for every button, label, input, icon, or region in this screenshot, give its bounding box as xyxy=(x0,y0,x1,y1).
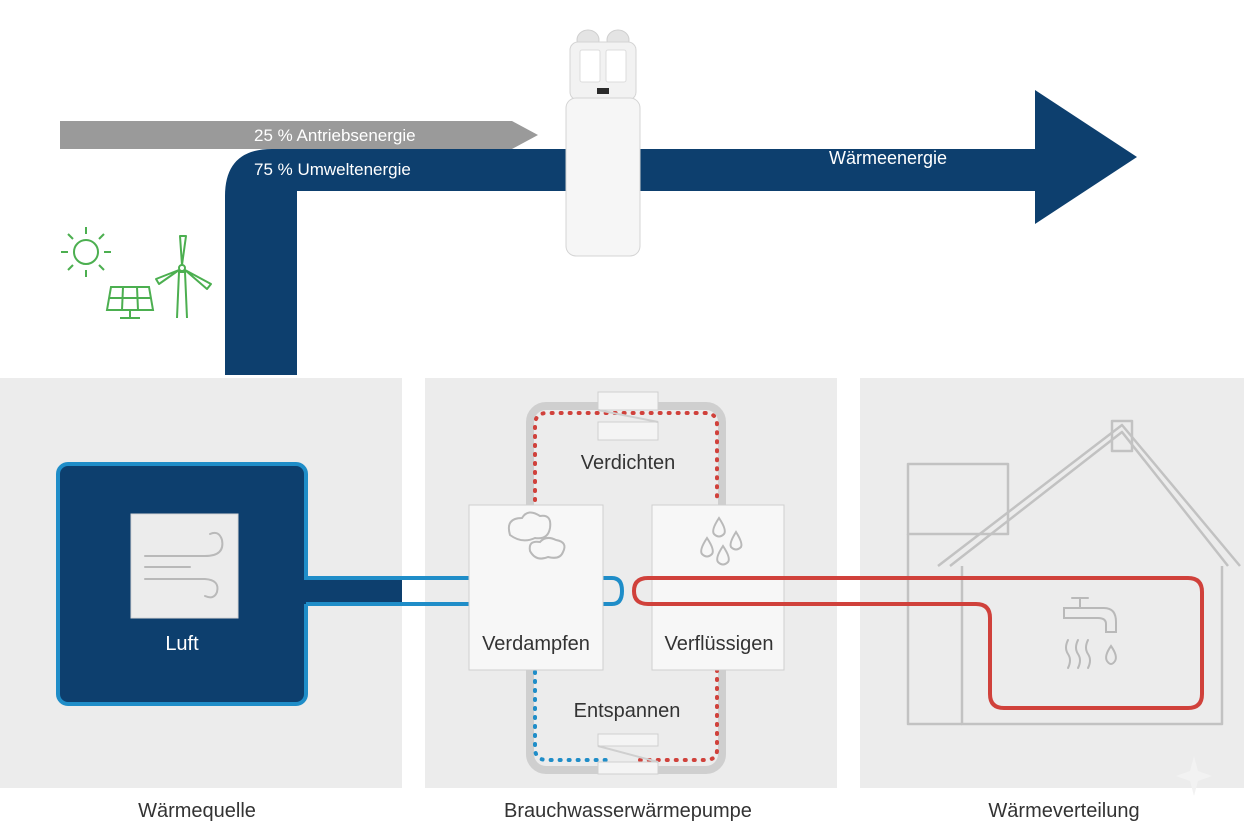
solar-panel-icon xyxy=(105,286,155,319)
wind-icon xyxy=(144,531,224,599)
heat-energy-label: Wärmeenergie xyxy=(829,148,947,168)
environmental-energy-arrow xyxy=(225,90,1137,375)
drive-energy-arrow xyxy=(60,121,538,149)
heat-pump-column-label: Brauchwasserwärmepumpe xyxy=(504,800,752,822)
sun-icon xyxy=(61,227,111,277)
environmental-energy-label: 75 % Umweltenergie xyxy=(254,160,411,179)
air-source-label: Luft xyxy=(165,633,199,655)
hot-refrigerant-line xyxy=(533,411,719,502)
hot-refrigerant-return xyxy=(638,668,719,762)
wind-turbine-icon xyxy=(155,235,212,319)
evaporate-label: Verdampfen xyxy=(482,633,590,655)
source-connector xyxy=(304,580,402,604)
expansion-valve xyxy=(597,733,659,775)
condense-label: Verflüssigen xyxy=(665,633,774,655)
heat-distribution-column-label: Wärmeverteilung xyxy=(988,800,1140,822)
house-icon xyxy=(906,419,1241,726)
compressor xyxy=(597,391,659,441)
compress-label: Verdichten xyxy=(581,452,676,474)
droplets-icon xyxy=(700,516,743,566)
expand-label: Entspannen xyxy=(574,700,681,722)
appliance-display xyxy=(597,88,609,94)
cloud-icon xyxy=(507,511,566,560)
panel-heat-distribution xyxy=(860,378,1244,788)
heat-pump-appliance xyxy=(565,29,641,257)
faucet-icon xyxy=(1063,597,1117,669)
sparkle-icon xyxy=(1176,756,1212,796)
cold-circuit-line xyxy=(304,480,624,606)
drive-energy-label: 25 % Antriebsenergie xyxy=(254,126,416,145)
condenser-box xyxy=(651,504,785,671)
warm-circuit-line xyxy=(632,576,1204,710)
heat-source-column-label: Wärmequelle xyxy=(138,800,256,822)
